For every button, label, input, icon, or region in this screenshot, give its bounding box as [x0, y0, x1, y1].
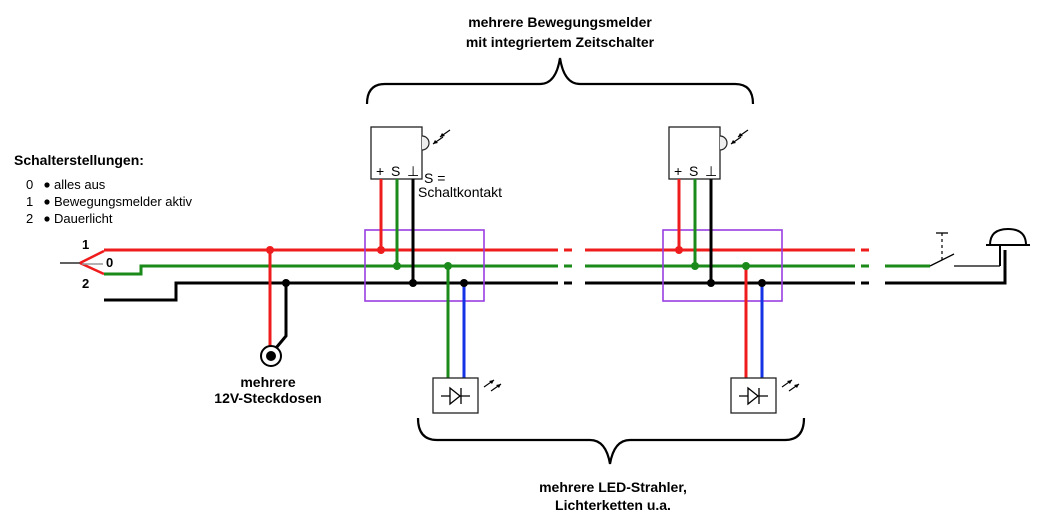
terminal-ground: ⊥: [407, 163, 419, 179]
switch-position-label: Bewegungsmelder aktiv: [54, 194, 193, 209]
motion-sensor-icon: [730, 129, 749, 145]
s-equals-label: S =: [424, 170, 445, 186]
sensors-label-line2: mit integriertem Zeitschalter: [466, 34, 655, 50]
sockets-label-line2: 12V-Steckdosen: [214, 390, 321, 406]
led-lamp-icon: [739, 386, 768, 406]
switch-pos-0-label: 0: [106, 255, 113, 270]
led-lamp-icon: [441, 386, 470, 406]
socket-branch: [266, 246, 290, 349]
motion-sensor-1: + S ⊥: [370, 126, 451, 180]
schaltkontakt-label: Schaltkontakt: [418, 184, 502, 200]
terminal-s: S: [391, 163, 400, 179]
switch-positions-list: 0 alles aus 1 Bewegungsmelder aktiv 2 Da…: [26, 177, 193, 226]
terminal-plus: +: [674, 163, 682, 179]
bullet-icon: [44, 216, 50, 222]
unit-1-wiring: [377, 179, 468, 378]
terminal-s: S: [689, 163, 698, 179]
switch-positions-title: Schalterstellungen:: [14, 152, 144, 168]
leds-label-line1: mehrere LED-Strahler,: [539, 479, 687, 495]
motion-sensor-2: + S ⊥: [668, 126, 749, 180]
socket-icon: [260, 345, 282, 367]
switch-position-label: Dauerlicht: [54, 211, 113, 226]
led-lamp-1: [432, 377, 502, 414]
terminal-plus: +: [376, 163, 384, 179]
push-button-icon: [929, 232, 1000, 267]
switch-pos-1-label: 1: [82, 237, 89, 252]
leds-brace: [416, 417, 806, 465]
leds-label-line2: Lichterketten u.a.: [555, 497, 671, 513]
green-bus-wire: [104, 264, 930, 276]
sockets-label-line1: mehrere: [240, 374, 295, 390]
switch-position-num: 2: [26, 211, 33, 226]
junction-box-1: [364, 229, 485, 302]
motion-sensor-icon: [432, 129, 451, 145]
sensors-label-line1: mehrere Bewegungsmelder: [468, 14, 652, 30]
junction-box-2: [662, 229, 783, 302]
switch-pos-2-label: 2: [82, 276, 89, 291]
terminal-ground: ⊥: [705, 163, 717, 179]
bell-icon: [986, 227, 1030, 266]
switch-position-label: alles aus: [54, 177, 106, 192]
light-rays-icon: [483, 379, 502, 392]
selector-switch: 1 0 2: [60, 237, 113, 291]
sensors-brace: [365, 57, 755, 105]
black-bus-wire: [104, 250, 1007, 302]
switch-position-num: 0: [26, 177, 33, 192]
light-rays-icon: [781, 379, 800, 392]
switch-position-num: 1: [26, 194, 33, 209]
bullet-icon: [44, 182, 50, 188]
bullet-icon: [44, 199, 50, 205]
led-lamp-2: [730, 377, 800, 414]
unit-2-wiring: [675, 179, 766, 378]
